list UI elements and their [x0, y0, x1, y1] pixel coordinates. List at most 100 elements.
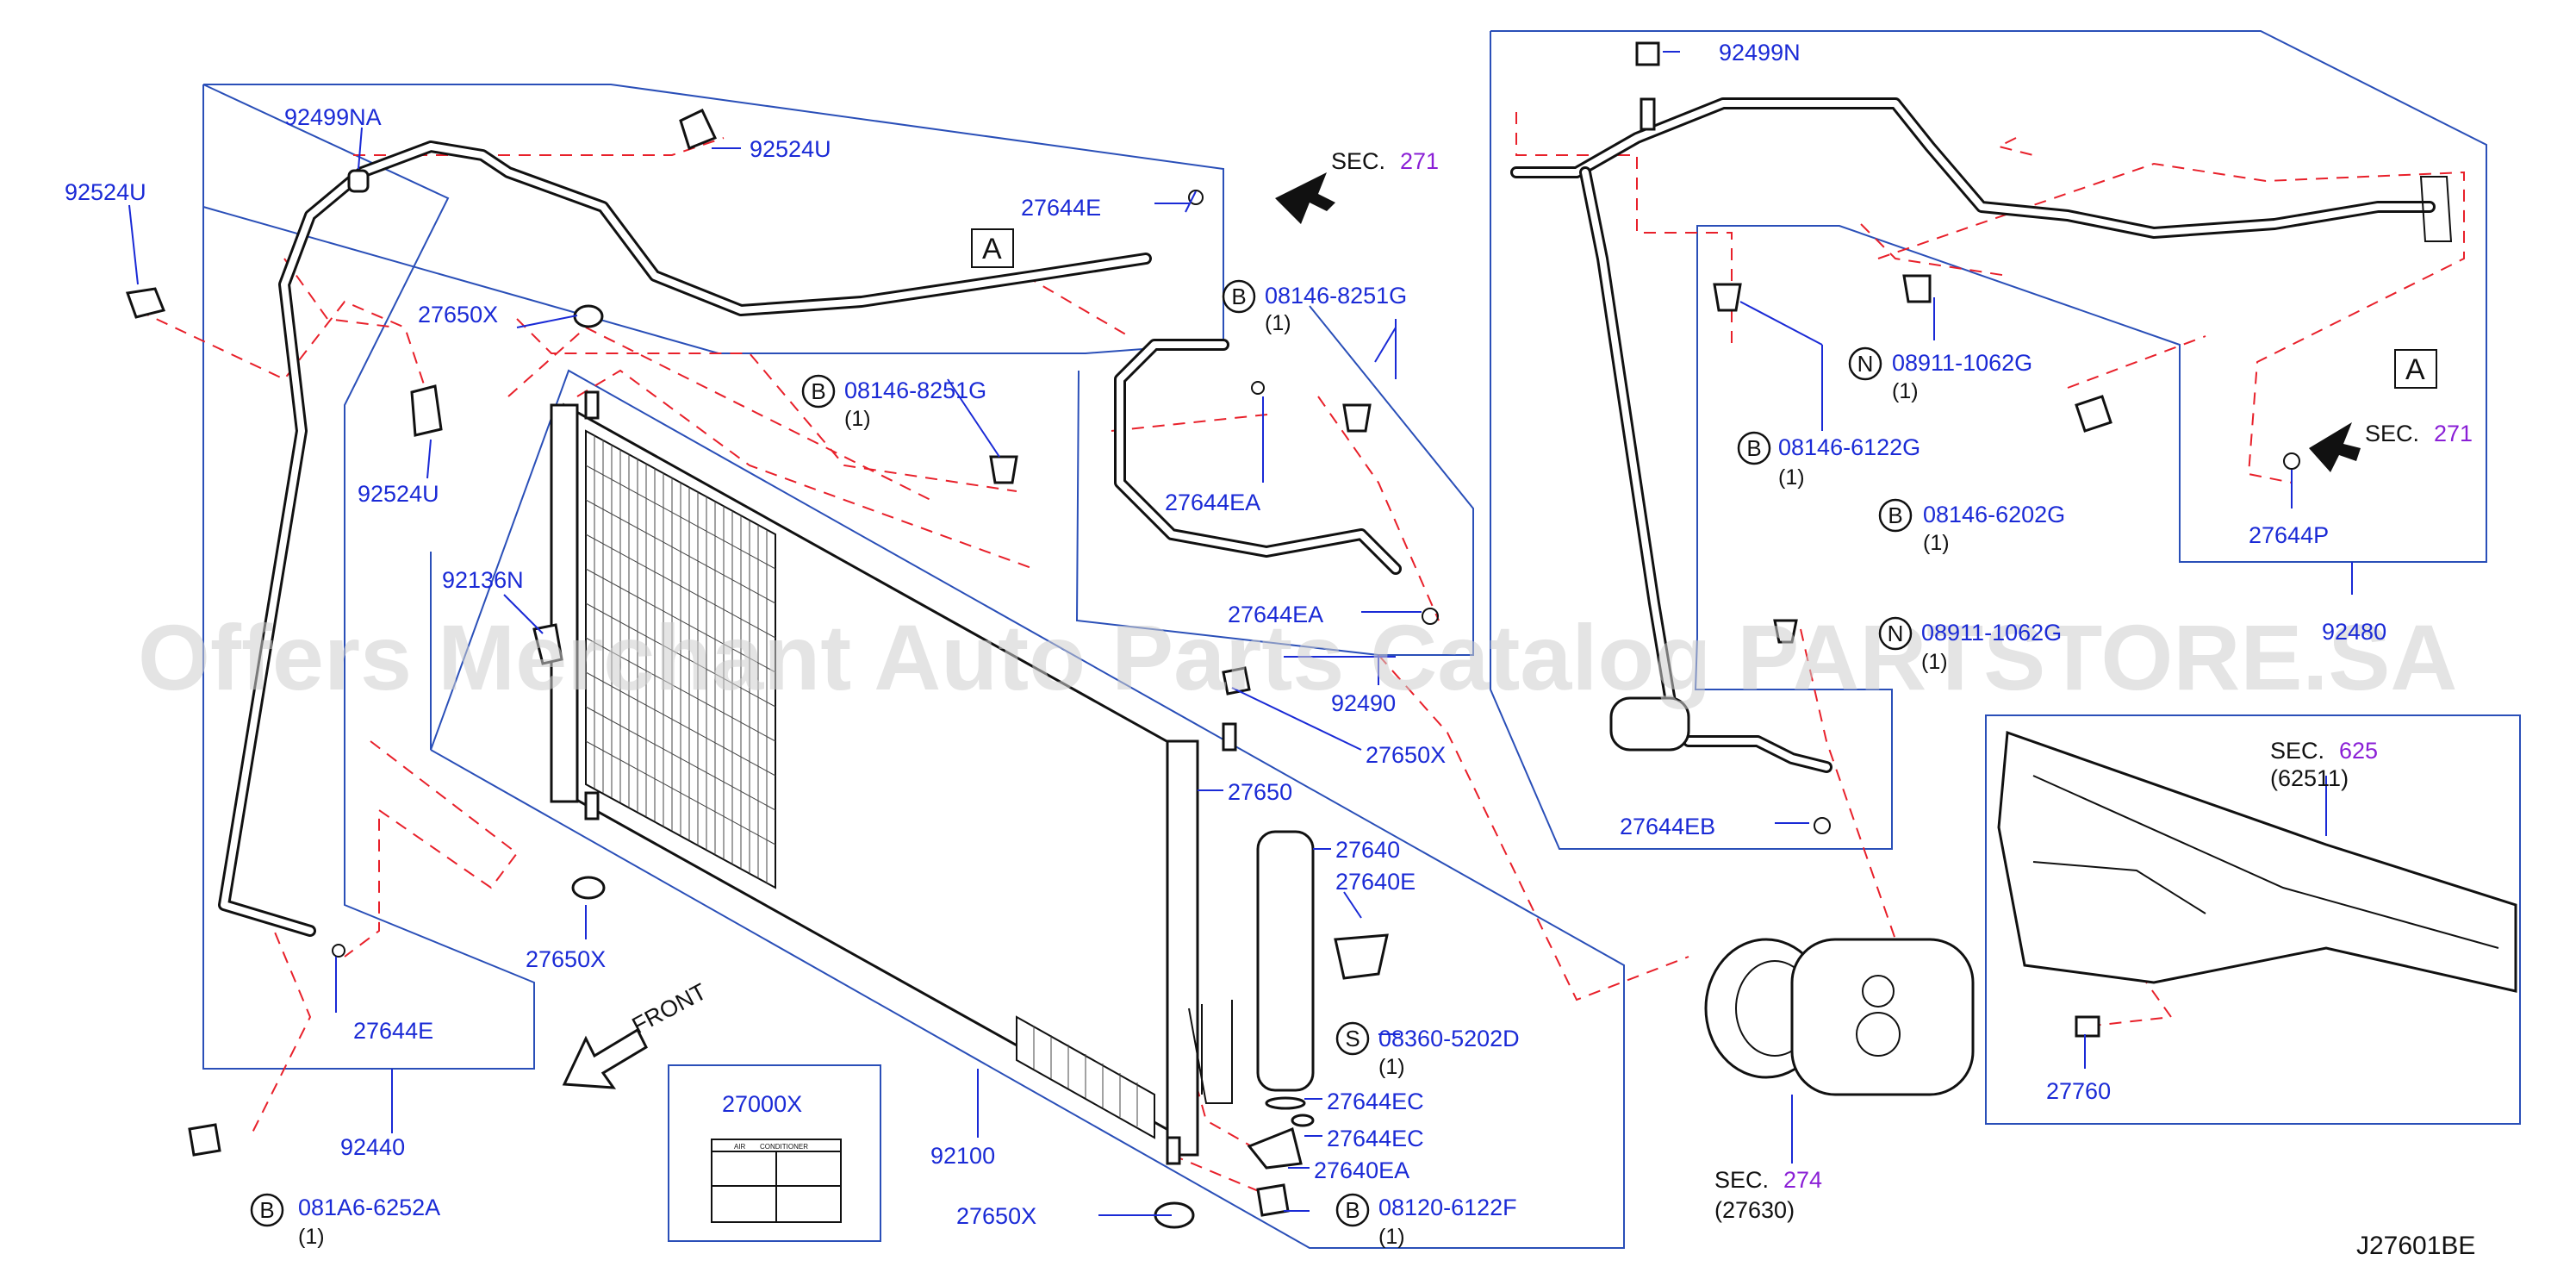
- svg-text:B: B: [259, 1197, 274, 1223]
- group-box-92440-outline: [202, 84, 535, 1070]
- front-arrow-icon: [562, 1027, 648, 1089]
- callout-27644EC-b: 27644EC: [1327, 1126, 1424, 1151]
- callout-27640E: 27640E: [1335, 869, 1416, 895]
- receiver-drier-27640: [1247, 830, 1389, 1170]
- svg-text:(1): (1): [1923, 531, 1950, 555]
- bolt-08146-8251G-b: B 08146-8251G (1): [1222, 279, 1407, 335]
- callout-92440: 92440: [340, 1134, 405, 1160]
- svg-text:B: B: [1345, 1197, 1360, 1223]
- diagram-code: J27601BE: [2356, 1232, 2475, 1260]
- front-label: FRONT: [628, 978, 711, 1039]
- callout-27644E-top: 27644E: [1021, 195, 1101, 221]
- callout-92100: 92100: [930, 1143, 995, 1169]
- callout-27650X-top: 27650X: [418, 302, 498, 328]
- bolt-08120-6122F: B 08120-6122F (1): [1335, 1193, 1517, 1249]
- svg-text:B: B: [1746, 435, 1761, 461]
- callout-92524U-top: 92524U: [750, 136, 831, 162]
- callout-92480: 92480: [2322, 619, 2386, 645]
- screw-08360-5202D: S 08360-5202D (1): [1335, 1021, 1520, 1079]
- leader-lines: [128, 51, 2353, 1216]
- callout-92136N: 92136N: [442, 567, 524, 593]
- crossmember: [1997, 730, 2517, 1038]
- svg-text:N: N: [1888, 621, 1904, 646]
- view-marker-box-b: [2394, 349, 2437, 389]
- label-plate-header-right: CONDITIONER: [760, 1143, 808, 1151]
- svg-text:271: 271: [2434, 421, 2473, 446]
- svg-text:08146-8251G: 08146-8251G: [1265, 283, 1407, 309]
- callout-27650X-bottom: 27650X: [956, 1203, 1036, 1229]
- callout-27644P: 27644P: [2249, 522, 2329, 548]
- svg-text:08146-6202G: 08146-6202G: [1923, 502, 2065, 527]
- svg-text:SEC.: SEC.: [1714, 1167, 1769, 1193]
- callout-27650X-mid: 27650X: [1366, 742, 1446, 768]
- callout-92499NA: 92499NA: [284, 104, 382, 130]
- view-marker-b: A: [2405, 353, 2425, 386]
- callout-27640EA: 27640EA: [1314, 1157, 1409, 1183]
- sec-271-b: SEC. 271: [2365, 421, 2473, 446]
- svg-text:N: N: [1857, 351, 1874, 377]
- small-parts: [125, 41, 2453, 1229]
- svg-text:271: 271: [1400, 148, 1439, 174]
- callout-27644EA-b: 27644EA: [1228, 602, 1323, 627]
- nut-08911-1062G-b: N 08911-1062G (1): [1878, 616, 2062, 674]
- svg-text:(1): (1): [844, 407, 871, 431]
- svg-text:SEC.: SEC.: [1331, 148, 1385, 174]
- callout-27644EB: 27644EB: [1620, 814, 1715, 839]
- svg-text:S: S: [1345, 1026, 1360, 1051]
- label-plate-header-left: AIR: [734, 1143, 746, 1151]
- svg-text:08146-8251G: 08146-8251G: [844, 377, 986, 403]
- svg-text:B: B: [811, 378, 825, 404]
- svg-text:08911-1062G: 08911-1062G: [1892, 350, 2032, 376]
- group-box-92100: [430, 369, 1625, 1249]
- sec-271-a: SEC. 271: [1331, 148, 1439, 174]
- callout-27644EA-a: 27644EA: [1165, 490, 1260, 515]
- ac-label-plate: AIR CONDITIONER: [711, 1139, 842, 1223]
- dash-lines: [137, 300, 432, 406]
- compressor: [1704, 938, 1975, 1096]
- nut-08911-1062G-a: N 08911-1062G (1): [1848, 346, 2032, 403]
- bolt-08146-8251G-a: B 08146-8251G (1): [801, 374, 986, 431]
- sec-274: SEC. 274 (27630): [1714, 1167, 1822, 1223]
- svg-text:(1): (1): [1378, 1055, 1405, 1079]
- svg-text:(1): (1): [1892, 379, 1919, 403]
- hose-muffler: [1609, 696, 1690, 752]
- svg-text:B: B: [1231, 284, 1246, 309]
- svg-text:(1): (1): [1778, 465, 1805, 490]
- callout-92490: 92490: [1331, 690, 1396, 716]
- svg-text:08360-5202D: 08360-5202D: [1378, 1026, 1520, 1051]
- svg-text:08911-1062G: 08911-1062G: [1921, 620, 2062, 646]
- svg-text:(1): (1): [1265, 311, 1291, 335]
- svg-text:SEC.: SEC.: [2365, 421, 2419, 446]
- view-marker-a: A: [982, 233, 1002, 265]
- svg-text:B: B: [1888, 502, 1902, 528]
- condenser-92100: [550, 390, 1237, 1165]
- callout-27000X: 27000X: [722, 1091, 802, 1117]
- svg-text:08120-6122F: 08120-6122F: [1378, 1195, 1517, 1220]
- svg-text:(1): (1): [298, 1225, 325, 1249]
- view-marker-box-a: [971, 228, 1014, 268]
- bolt-08146-6122G: B 08146-6122G (1): [1737, 431, 1920, 490]
- bolt-08146-6202G: B 08146-6202G (1): [1878, 498, 2065, 555]
- callout-92499N: 92499N: [1719, 40, 1801, 66]
- callout-27640: 27640: [1335, 837, 1400, 863]
- arrow-sec271-a-icon: [1275, 172, 1335, 224]
- group-box-92480: [1490, 30, 2487, 850]
- svg-text:274: 274: [1783, 1167, 1822, 1193]
- group-box-27000X: [668, 1064, 881, 1242]
- callout-27760: 27760: [2046, 1078, 2111, 1104]
- callout-27650X-left: 27650X: [526, 946, 606, 972]
- callout-27644EC-a: 27644EC: [1327, 1089, 1424, 1114]
- callout-92524U-mid: 92524U: [358, 481, 439, 507]
- bolt-081A6-6252A: B 081A6-6252A (1): [250, 1193, 440, 1249]
- arrow-sec271-b-icon: [2309, 422, 2361, 472]
- sec-625: SEC. 625 (62511): [2270, 738, 2378, 791]
- svg-text:081A6-6252A: 081A6-6252A: [298, 1195, 440, 1220]
- svg-text:SEC.: SEC.: [2270, 738, 2324, 764]
- svg-text:(1): (1): [1378, 1225, 1405, 1249]
- group-box-92490: [1075, 305, 1474, 656]
- svg-text:625: 625: [2339, 738, 2378, 764]
- watermark: Offers Merchant Auto Parts Catalog PARTS…: [138, 605, 2457, 709]
- callout-27644E-bottom: 27644E: [353, 1018, 433, 1044]
- callout-27650: 27650: [1228, 779, 1292, 805]
